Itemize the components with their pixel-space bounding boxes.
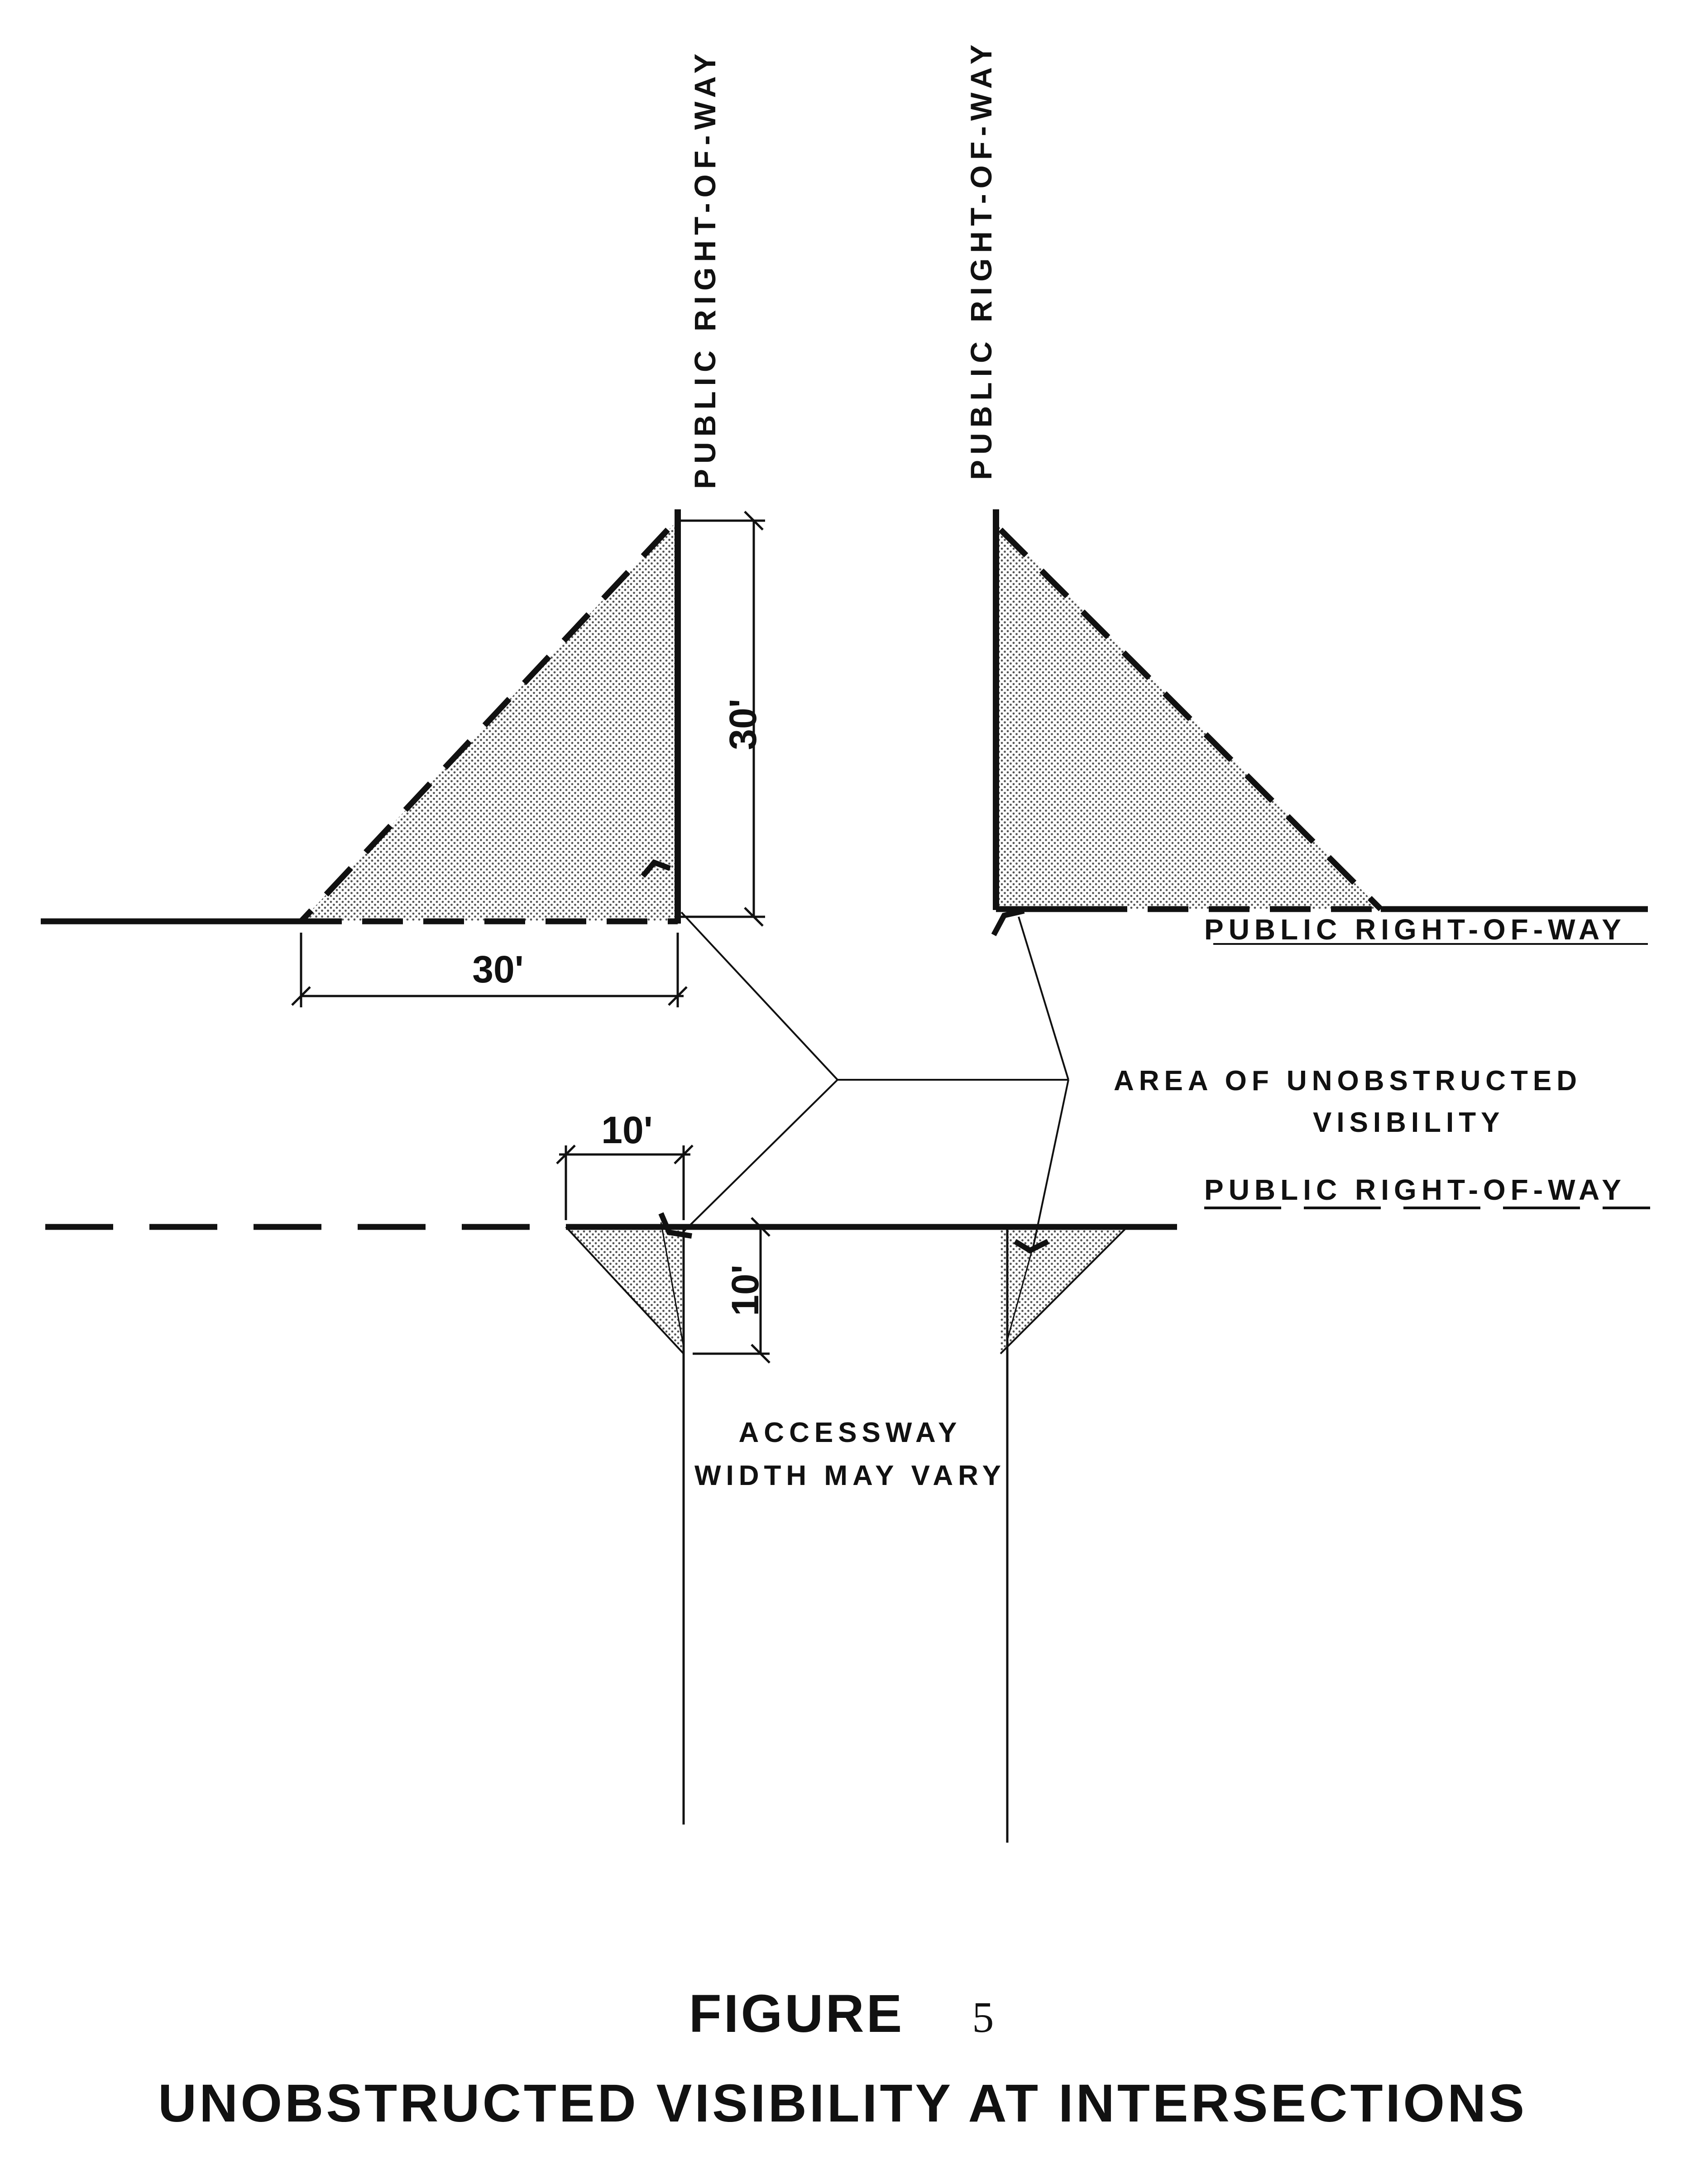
small-triangle-left-edge xyxy=(565,1226,685,1355)
arrow-mark-lower-left xyxy=(658,1212,692,1239)
label-area-line2: VISIBILITY xyxy=(1313,1107,1504,1138)
arrow-mark-upper-right xyxy=(991,908,1025,936)
leader-to-lower-right xyxy=(1031,1079,1069,1252)
label-row-left-vertical: PUBLIC RIGHT-OF-WAY xyxy=(688,48,722,489)
dim-large-vertical-tick-bottom xyxy=(744,907,764,927)
sight-line-large-right xyxy=(998,527,1383,911)
dim-large-horizontal-label: 30' xyxy=(472,948,523,991)
dim-large-vertical-label: 30' xyxy=(722,699,764,750)
arrow-mark-upper-left xyxy=(641,859,671,878)
dim-small-horizontal-tick-right xyxy=(674,1145,694,1164)
dim-large-horizontal-tick-right xyxy=(668,986,688,1006)
figure-title: UNOBSTRUCTED VISIBILITY AT INTERSECTIONS xyxy=(158,2074,1527,2133)
label-row-upper-horizontal: PUBLIC RIGHT-OF-WAY xyxy=(1204,913,1626,946)
label-area-line1: AREA OF UNOBSTRUCTED xyxy=(1114,1065,1582,1097)
arrow-mark-lower-right xyxy=(1013,1239,1049,1254)
leader-small-right-inner xyxy=(1006,1249,1033,1341)
leader-to-upper-right xyxy=(1018,916,1069,1080)
sight-line-large-left xyxy=(299,527,670,924)
leader-to-upper-left xyxy=(680,911,838,1081)
dim-large-horizontal-tick-left xyxy=(291,986,311,1006)
dim-small-vertical-tick-top xyxy=(751,1217,771,1237)
figure-number: 5 xyxy=(972,1993,996,2041)
leader-small-left-inner xyxy=(660,1222,685,1347)
label-accessway-line1: ACCESSWAY xyxy=(739,1417,962,1448)
dim-small-horizontal-label: 10' xyxy=(601,1109,652,1151)
leader-to-lower-left xyxy=(680,1079,838,1235)
dim-small-vertical-tick-bottom xyxy=(751,1344,771,1364)
label-row-right-vertical: PUBLIC RIGHT-OF-WAY xyxy=(964,39,998,480)
figure-number-line: FIGURE 5 xyxy=(0,1983,1685,2045)
dim-small-horizontal-tick-left xyxy=(556,1145,576,1164)
dim-small-vertical-label: 10' xyxy=(724,1264,766,1316)
label-row-lower-horizontal: PUBLIC RIGHT-OF-WAY xyxy=(1204,1173,1626,1206)
figure-word: FIGURE xyxy=(689,1984,905,2044)
dim-large-vertical-tick-top xyxy=(744,511,764,531)
small-triangle-right-edge xyxy=(1000,1226,1128,1355)
label-accessway-line2: WIDTH MAY VARY xyxy=(694,1460,1006,1491)
